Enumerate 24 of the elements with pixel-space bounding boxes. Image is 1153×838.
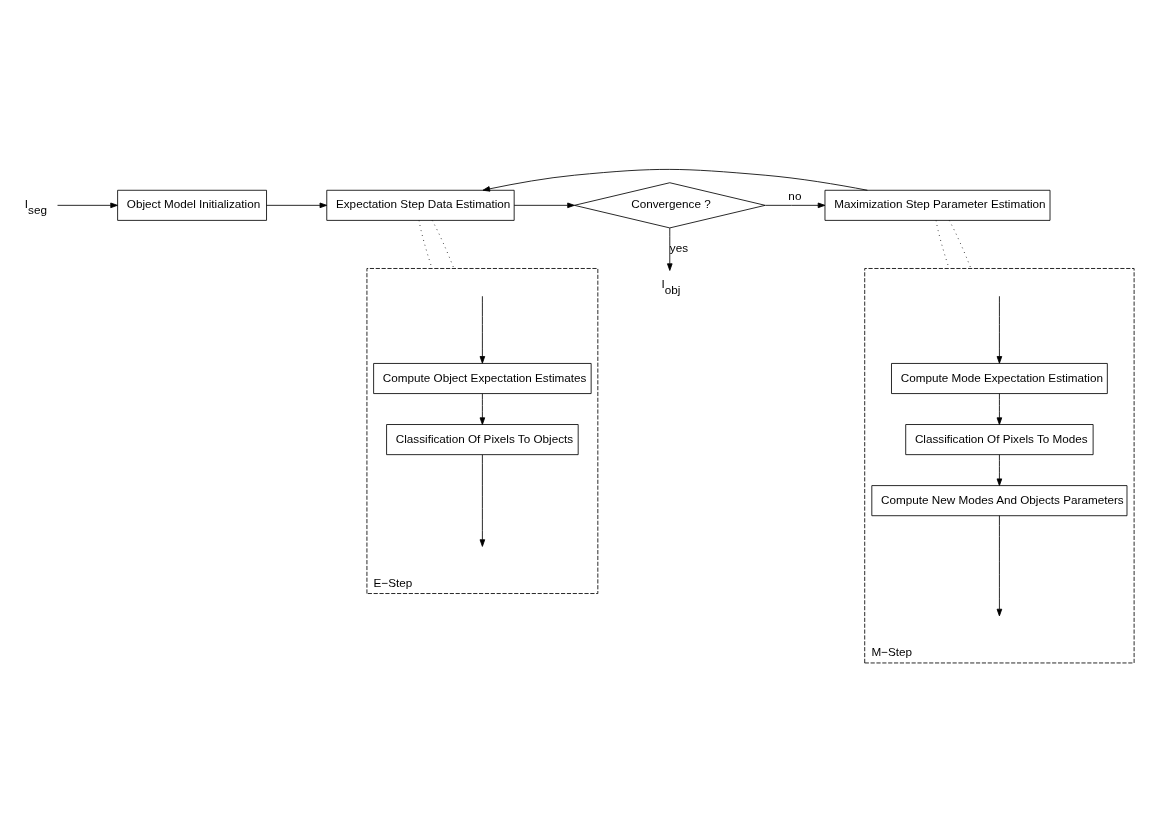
node-box: Classification Of Pixels To Modes	[905, 423, 1094, 455]
edge-label: yes	[669, 240, 688, 254]
arrow	[996, 514, 1003, 616]
node-box: Compute New Modes And Objects Parameters	[871, 484, 1128, 516]
arrow	[479, 392, 486, 425]
node-box: Compute Object Expectation Estimates	[373, 362, 592, 394]
arrow	[996, 392, 1003, 425]
arrow	[57, 202, 118, 208]
arrow	[667, 227, 673, 271]
node-box: Maximization Step Parameter Estimation	[824, 189, 1051, 221]
edge-label: no	[788, 188, 802, 202]
node-diamond: Convergence ?	[574, 181, 766, 228]
arrow	[764, 202, 826, 208]
arrow	[479, 295, 486, 364]
arrow	[996, 453, 1003, 486]
arrow	[479, 453, 486, 547]
arrow	[266, 202, 328, 208]
node-box: Object Model Initialization	[117, 189, 267, 221]
node-box: Compute Mode Expectation Estimation	[891, 362, 1108, 394]
node-box: Expectation Step Data Estimation	[326, 189, 515, 221]
arrow	[513, 202, 575, 208]
arrow	[996, 295, 1003, 364]
arrow	[482, 168, 868, 192]
node-box: Classification Of Pixels To Objects	[386, 423, 579, 455]
